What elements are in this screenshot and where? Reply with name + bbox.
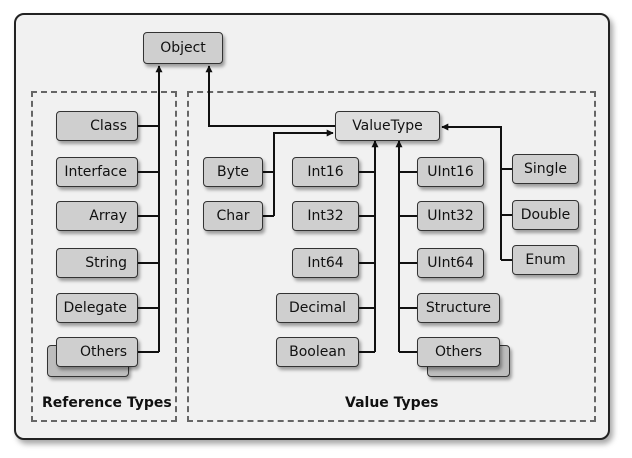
byte-char-to-valuetype-arrow: [273, 129, 334, 216]
object-node: Object: [143, 32, 223, 64]
vt-node-int64: Int64: [292, 248, 359, 278]
ref-node-array: Array: [56, 201, 138, 231]
vt-node-structure: Structure: [417, 293, 500, 323]
vt-node-char: Char: [203, 201, 263, 231]
ref-node-others: Others: [56, 337, 138, 367]
vt-node-byte: Byte: [203, 157, 263, 187]
valuetype-to-object-arrow: [205, 65, 335, 127]
vt-node-enum: Enum: [512, 245, 579, 275]
ref-node-class: Class: [56, 111, 138, 141]
vt-node-uint64: UInt64: [417, 248, 484, 278]
ref-node-delegate: Delegate: [56, 293, 138, 323]
vt-node-boolean: Boolean: [276, 337, 359, 367]
vt-node-others: Others: [417, 337, 500, 367]
valuetype-node: ValueType: [335, 111, 440, 141]
vt-node-single: Single: [512, 154, 579, 184]
vt-node-decimal: Decimal: [276, 293, 359, 323]
value-types-label: Value Types: [345, 395, 439, 411]
vt-node-double: Double: [512, 200, 579, 230]
vt-node-uint32: UInt32: [417, 201, 484, 231]
reference-types-label: Reference Types: [42, 395, 172, 411]
ref-node-string: String: [56, 248, 138, 278]
vt-node-uint16: UInt16: [417, 157, 484, 187]
float-to-valuetype-arrow: [441, 123, 502, 260]
vt-node-int32: Int32: [292, 201, 359, 231]
reference-types-group: [31, 91, 177, 422]
ref-node-interface: Interface: [56, 157, 138, 187]
vt-node-int16: Int16: [292, 157, 359, 187]
value-types-group: [187, 91, 596, 422]
